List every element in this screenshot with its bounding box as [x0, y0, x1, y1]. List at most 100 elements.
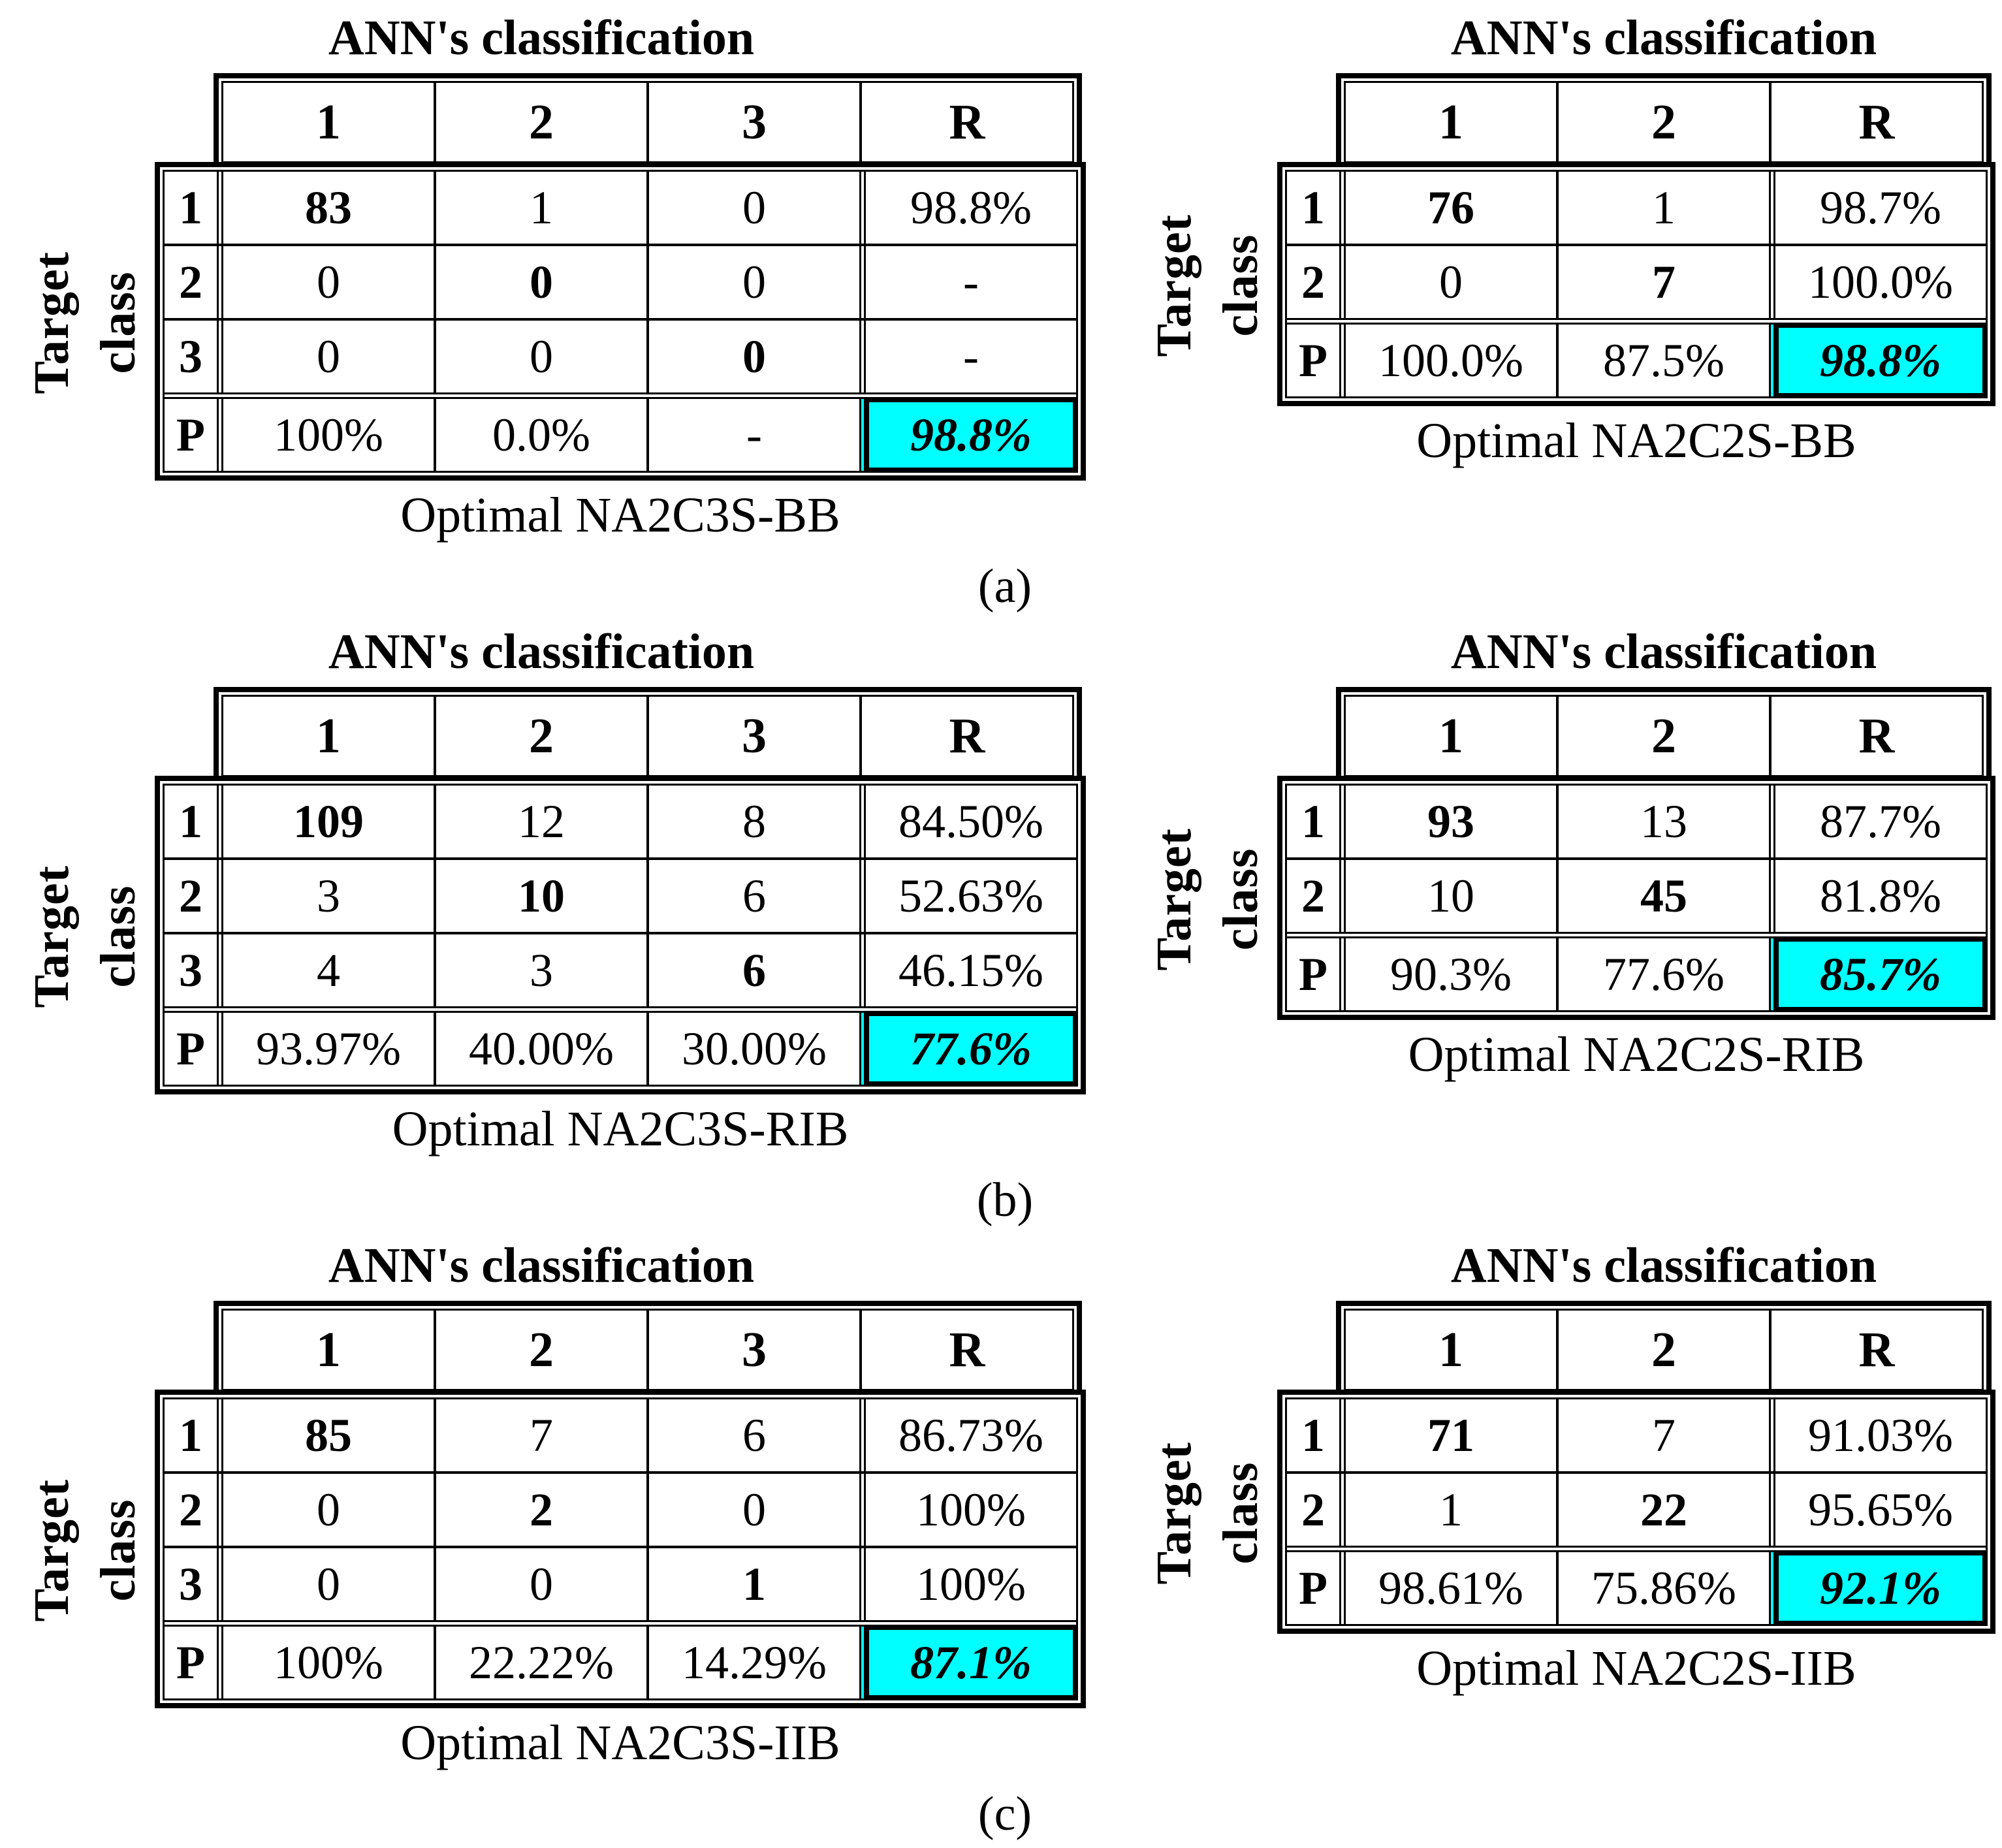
precision-cell: 0.0%: [434, 399, 646, 471]
row-figure-label: (a): [977, 560, 1032, 613]
row-label-class: 1: [1287, 172, 1346, 244]
count-cell: 4: [317, 944, 340, 996]
recall-cell: 84.50%: [859, 786, 1076, 857]
count-cell: 0: [317, 1484, 340, 1536]
row-label-precision: P: [165, 399, 223, 471]
col-header-recall: R: [859, 1311, 1072, 1389]
recall-cell: 100.0%: [1769, 246, 1986, 318]
target-class-line: Target: [1146, 214, 1201, 357]
count-cell: 3: [317, 870, 340, 922]
row-label-precision: P: [1287, 325, 1346, 396]
recall-cell: 98.7%: [1769, 172, 1986, 244]
precision-cell: 22.22%: [434, 1627, 646, 1698]
row-figure-label: (b): [976, 1173, 1034, 1227]
row-label-class: 3: [165, 321, 223, 392]
recall-cell: 95.65%: [1769, 1474, 1986, 1546]
table-title: ANN's classification: [328, 1238, 755, 1293]
row-label-class: 3: [165, 934, 223, 1006]
count-cell: 109: [293, 795, 364, 848]
target-class-line: Target: [1146, 1441, 1201, 1585]
count-cell: 0: [646, 321, 859, 392]
col-header-class: 1: [1438, 1322, 1463, 1377]
precision-cell: 77.6%: [1556, 938, 1769, 1010]
precision-cell: 93.97%: [256, 1023, 401, 1075]
overall-accuracy-cell: 85.7%: [1769, 938, 1986, 1010]
row-label-class: 1: [1287, 786, 1346, 857]
precision-cell: -: [646, 399, 859, 471]
col-header-recall: R: [1769, 1311, 1982, 1389]
recall-cell: 98.8%: [859, 172, 1076, 244]
recall-cell: -: [859, 246, 1076, 318]
row-label-precision: P: [165, 1013, 223, 1085]
count-cell: 85: [305, 1409, 352, 1461]
table-title: ANN's classification: [328, 624, 755, 679]
overall-accuracy-cell: 92.1%: [1769, 1552, 1986, 1624]
col-header-class: 2: [434, 83, 646, 161]
overall-accuracy-cell: 98.8%: [859, 399, 1076, 471]
count-cell: 22: [1556, 1474, 1769, 1546]
target-class-line: class: [1213, 1461, 1268, 1565]
count-cell: 3: [434, 934, 646, 1006]
count-cell: 12: [434, 786, 646, 857]
col-header-class: 2: [1556, 697, 1769, 775]
target-class-line: class: [1213, 234, 1268, 337]
count-cell: 6: [646, 934, 859, 1006]
table-caption: Optimal NA2C3S-IIB: [400, 1715, 840, 1770]
count-cell: 0: [434, 246, 646, 318]
count-cell: 7: [434, 1399, 646, 1471]
count-cell: 0: [434, 1548, 646, 1620]
recall-cell: 86.73%: [859, 1399, 1076, 1471]
target-class-line: Target: [24, 251, 79, 394]
row-label-class: 2: [1287, 246, 1346, 318]
row-label-class: 1: [165, 1399, 223, 1471]
target-class-line: class: [1213, 848, 1268, 951]
precision-cell: 14.29%: [646, 1627, 859, 1698]
count-cell: 6: [646, 1399, 859, 1471]
row-label-class: 2: [165, 1474, 223, 1546]
recall-cell: 52.63%: [859, 860, 1076, 932]
count-cell: 71: [1427, 1409, 1474, 1461]
row-label-class: 1: [165, 172, 223, 244]
row-label-precision: P: [165, 1627, 223, 1698]
recall-cell: 87.7%: [1769, 786, 1986, 857]
col-header-class: 2: [1556, 83, 1769, 161]
row-label-precision: P: [1287, 1552, 1346, 1624]
overall-accuracy-cell: 77.6%: [859, 1013, 1076, 1085]
table-caption: Optimal NA2C3S-BB: [400, 488, 840, 543]
recall-cell: 91.03%: [1769, 1399, 1986, 1471]
precision-cell: 30.00%: [646, 1013, 859, 1085]
